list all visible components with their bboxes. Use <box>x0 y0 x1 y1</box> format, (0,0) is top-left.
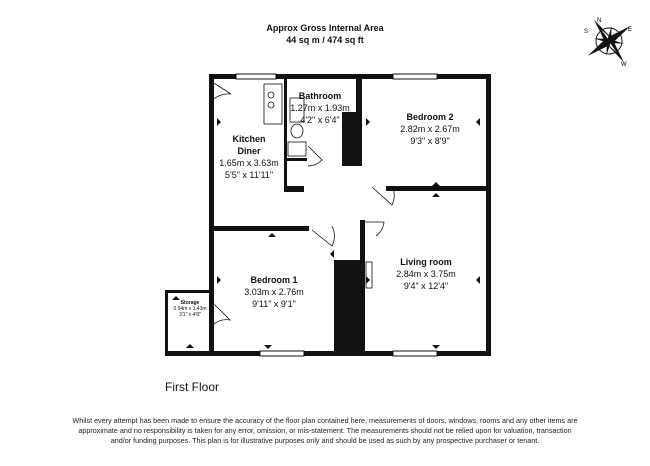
area-title: Approx Gross Internal Area <box>266 23 384 33</box>
windows <box>235 73 438 357</box>
room-imperial: 9'3" x 8'9" <box>410 136 450 146</box>
door-bathroom <box>307 145 323 167</box>
compass-letter-w: W <box>621 62 627 68</box>
room-name: Diner <box>237 146 261 156</box>
compass-letter-e: E <box>628 27 632 33</box>
room-imperial: 9'4" x 12'4" <box>403 281 449 291</box>
door-storage <box>212 302 232 326</box>
room-metric: 2.84m x 3.75m <box>396 269 456 279</box>
room-imperial: 3'1" x 4'8" <box>179 312 201 318</box>
basin-icon <box>287 141 307 157</box>
room-name: Kitchen <box>232 134 266 144</box>
room-label-bedroom1: Bedroom 1 3.03m x 2.76m 9'11" x 9'1" <box>224 274 324 310</box>
room-imperial: 9'11" x 9'1" <box>252 299 296 309</box>
window-kitchen <box>235 73 277 80</box>
room-metric: 3.03m x 2.76m <box>244 287 304 297</box>
area-header: Approx Gross Internal Area 44 sq m / 474… <box>0 22 650 46</box>
room-label-kitchen: Kitchen Diner 1.65m x 3.63m 5'5" x 11'11… <box>214 133 284 181</box>
window-bedroom2 <box>392 73 438 80</box>
area-value: 44 sq m / 474 sq ft <box>286 35 364 45</box>
room-name: Storage <box>180 300 200 306</box>
disclaimer-text: Whilst every attempt has been made to en… <box>72 416 578 445</box>
door-kitchen-entry <box>208 79 232 105</box>
bath-icon <box>289 97 305 123</box>
floor-label: First Floor <box>165 380 219 394</box>
room-label-bathroom: Bathroom 1.27m x 1.93m 4'2" x 6'4" <box>284 90 356 126</box>
door-living <box>365 221 385 237</box>
room-label-bedroom2: Bedroom 2 2.82m x 2.67m 9'3" x 8'9" <box>380 111 480 147</box>
kitchen-worktop <box>263 83 283 125</box>
room-metric: 1.65m x 3.63m <box>219 158 279 168</box>
room-label-living: Living room 2.84m x 3.75m 9'4" x 12'4" <box>374 256 478 292</box>
door-bedroom1 <box>311 225 335 247</box>
compass-icon: N E S W <box>584 18 632 68</box>
room-name: Bathroom <box>298 91 342 101</box>
toilet-icon <box>290 123 304 139</box>
compass-letter-n: N <box>597 18 601 24</box>
room-metric: 2.82m x 2.67m <box>400 124 460 134</box>
room-label-storage: Storage 0.94m x 1.43m 3'1" x 4'8" <box>166 300 214 318</box>
room-name: Bedroom 2 <box>406 112 454 122</box>
window-bedroom1 <box>259 350 305 357</box>
room-imperial: 4'2" x 6'4" <box>300 115 340 125</box>
dimension-markers <box>172 118 480 349</box>
hob-icon <box>267 101 275 109</box>
fixtures <box>263 83 373 289</box>
window-living <box>392 350 438 357</box>
compass-letter-s: S <box>584 29 588 35</box>
room-metric: 0.94m x 1.43m <box>173 306 207 312</box>
hob-icon <box>267 91 275 99</box>
radiator-icon <box>365 261 373 289</box>
room-imperial: 5'5" x 11'11" <box>224 170 274 180</box>
room-name: Bedroom 1 <box>250 275 298 285</box>
room-metric: 1.27m x 1.93m <box>290 103 350 113</box>
room-name: Living room <box>400 257 452 267</box>
door-bedroom2 <box>371 185 395 206</box>
walls <box>165 74 491 356</box>
doors <box>208 79 395 326</box>
